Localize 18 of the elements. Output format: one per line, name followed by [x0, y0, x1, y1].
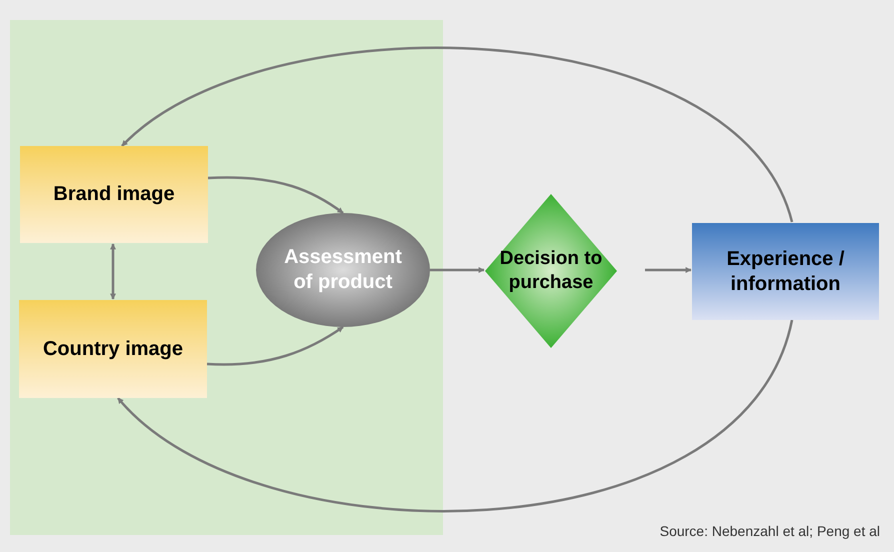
node-label: Assessment of product: [283, 245, 403, 295]
arrow: [208, 176, 344, 214]
arrow: [430, 267, 485, 273]
decision-diamond: [485, 194, 617, 348]
process-box: [692, 223, 879, 320]
node-label: Country image: [42, 336, 184, 362]
assessment-ellipse: [256, 213, 430, 327]
node-label: Brand image: [52, 182, 176, 207]
arrow: [117, 320, 794, 512]
process-box: [20, 146, 208, 243]
arrow: [206, 326, 344, 366]
arrow: [110, 243, 116, 300]
arrow: [645, 267, 692, 273]
arrow: [121, 46, 794, 222]
source-note: Source: Nebenzahl et al; Peng et al: [660, 522, 880, 541]
node-label: Experience / information: [726, 246, 846, 296]
process-box: [19, 300, 207, 398]
node-label: Decision to purchase: [498, 247, 604, 295]
